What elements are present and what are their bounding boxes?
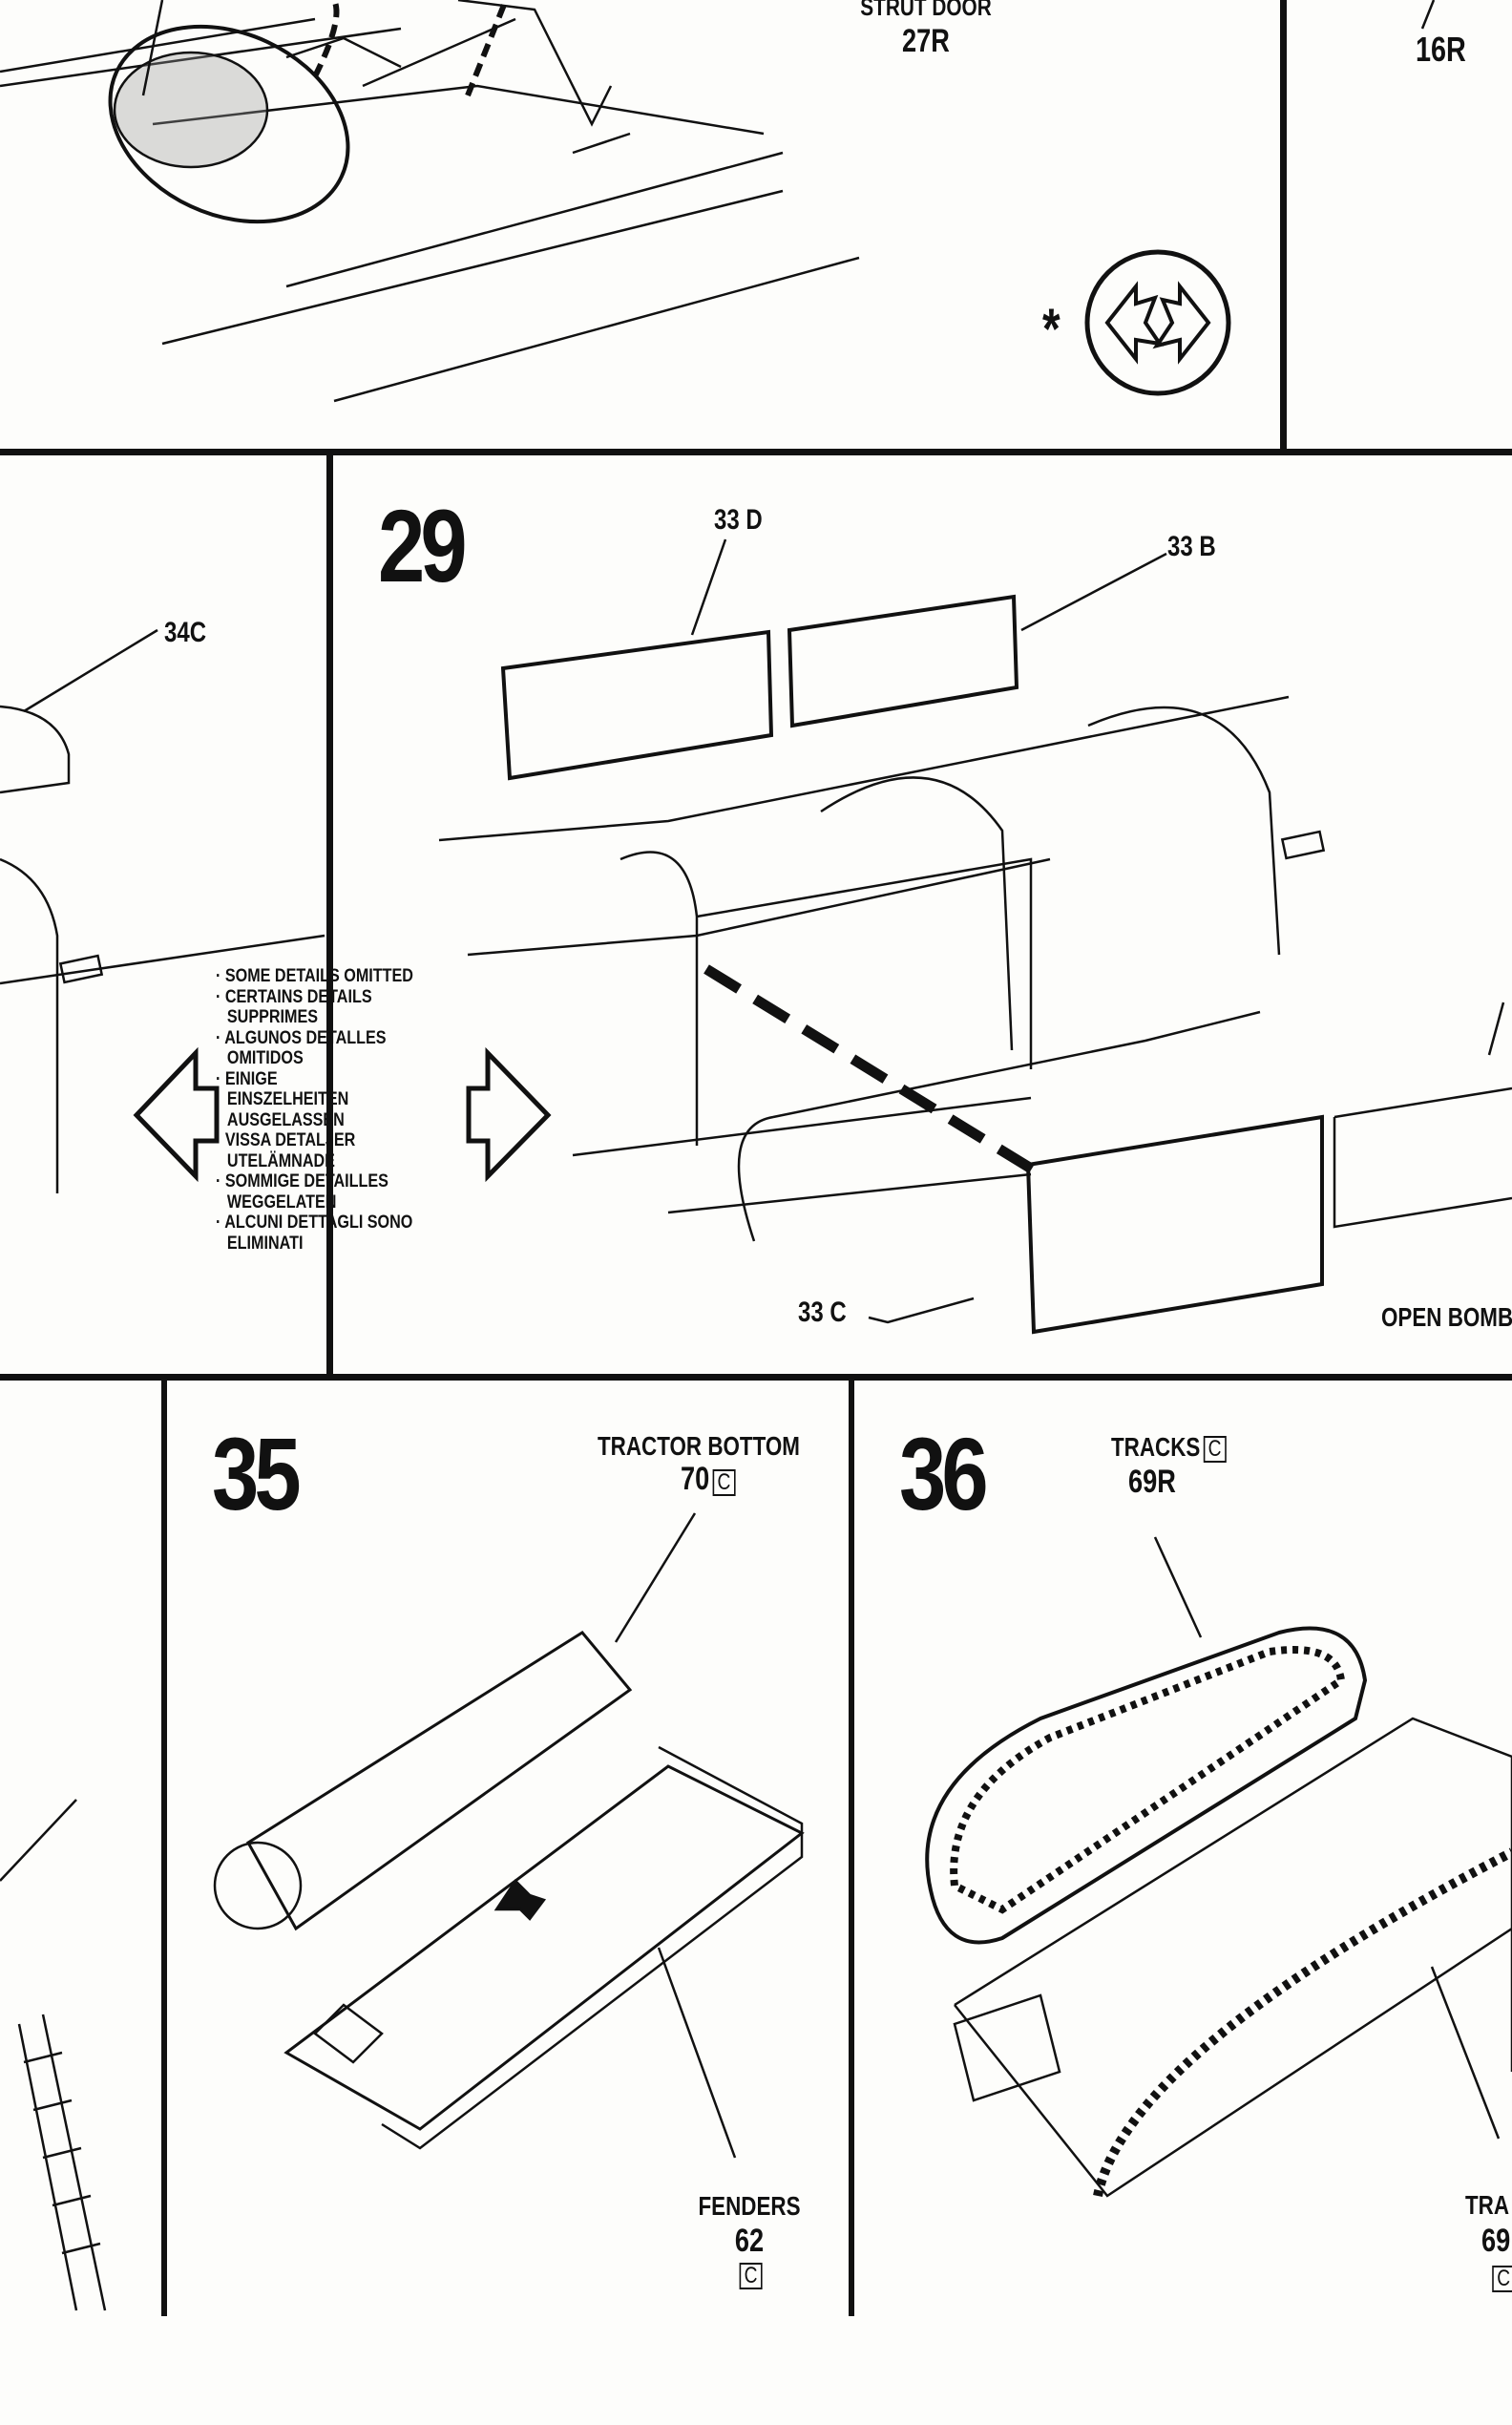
- symmetry-symbol: [1084, 249, 1231, 396]
- part-33b-label: 33 B: [1167, 531, 1216, 562]
- omitted-details-note: · SOME DETAILS OMITTED · CERTAINS DETAIL…: [216, 966, 430, 1254]
- part-33c-label: 33 C: [798, 1297, 847, 1328]
- asterisk-mark: *: [1042, 297, 1060, 361]
- strut-door-label: STRUT DOOR: [860, 0, 992, 21]
- divider-top-vertical: [1280, 0, 1287, 453]
- part-number: 70: [681, 1461, 710, 1497]
- tractor-bottom-drawing: [213, 1512, 805, 2159]
- tracks-right-part: 69: [1481, 2223, 1511, 2259]
- note-line: · SOME DETAILS OMITTED: [216, 966, 413, 986]
- fenders-label: FENDERS: [698, 2191, 801, 2221]
- part-33d-label: 33 D: [714, 504, 763, 536]
- divider-bottom-left: [161, 1377, 167, 2316]
- sprue-code-box: C: [712, 1469, 736, 1496]
- note-line: · VISSA DETALJER UTELÄMNADE: [216, 1130, 356, 1171]
- note-line: · ALCUNI DETTAGLI SONO ELIMINATI: [216, 1212, 413, 1254]
- arrow-left-icon: [133, 1046, 220, 1183]
- sprue-code-box: C: [739, 2263, 763, 2289]
- sprue-code-box: C: [1492, 2266, 1512, 2292]
- tracks-drawing: [925, 1536, 1512, 2198]
- ladder-drawing: [0, 1799, 107, 2311]
- wheel-well-drawing: [0, 0, 860, 403]
- divider-bottom-mid: [849, 1377, 854, 2316]
- note-line: · EINIGE EINSZELHEITEN AUSGELASSEN: [216, 1068, 349, 1130]
- open-bomb-label: OPEN BOMB: [1381, 1302, 1512, 1332]
- step-number-29: 29: [378, 488, 468, 603]
- step-number-35: 35: [212, 1416, 302, 1531]
- fenders-part: 62: [734, 2223, 765, 2259]
- note-line: · CERTAINS DETAILS SUPPRIMES: [216, 986, 372, 1028]
- note-line: · SOMMIGE DETAILLES WEGGELATEN: [216, 1171, 388, 1212]
- divider-mid-vertical: [326, 453, 333, 1379]
- divider-top-horizontal: [0, 449, 1512, 455]
- leader-16r: [1420, 0, 1436, 30]
- tracks-right-label: TRA: [1465, 2190, 1510, 2220]
- sprue-code-box: C: [1203, 1436, 1227, 1463]
- arrow-right-icon: [466, 1046, 552, 1183]
- part-16r-label: 16R: [1416, 30, 1466, 69]
- tracks-right-code: C: [1489, 2263, 1512, 2292]
- tractor-bottom-label: TRACTOR BOTTOM: [598, 1431, 800, 1461]
- strut-door-part-number: 27R: [902, 23, 950, 59]
- divider-mid-horizontal: [0, 1374, 1512, 1381]
- part-34c-label: 34C: [164, 617, 207, 648]
- tracks-part: 69R: [1128, 1464, 1176, 1500]
- bomb-bay-drawing: [0, 538, 1512, 1335]
- note-line: · ALGUNOS DETALLES OMITIDOS: [216, 1027, 387, 1069]
- tracks-text: TRACKS: [1111, 1432, 1201, 1462]
- fenders-code: C: [730, 2263, 768, 2289]
- step-number-36: 36: [899, 1416, 989, 1531]
